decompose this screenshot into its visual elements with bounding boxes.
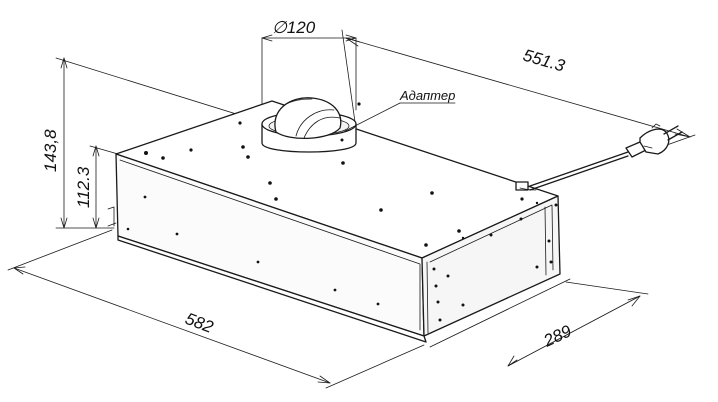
dimension-lines	[7, 29, 696, 389]
dim-height-total: 143,8	[41, 129, 60, 172]
dim-width: 582	[183, 309, 217, 337]
bottom-trim	[117, 235, 427, 343]
hood-body	[107, 100, 561, 343]
dim-height-body: 112.3	[74, 166, 93, 208]
duct-adapter	[261, 97, 357, 153]
mounting-holes	[126, 102, 558, 322]
dim-depth-top: 551.3	[521, 46, 568, 76]
adapter-label: Адаптер	[399, 88, 455, 103]
dim-duct-diameter: ∅120	[272, 18, 316, 37]
power-cord	[515, 123, 683, 191]
adapter-leader	[344, 102, 456, 132]
plug-icon	[625, 123, 683, 158]
side-panel	[421, 195, 561, 337]
